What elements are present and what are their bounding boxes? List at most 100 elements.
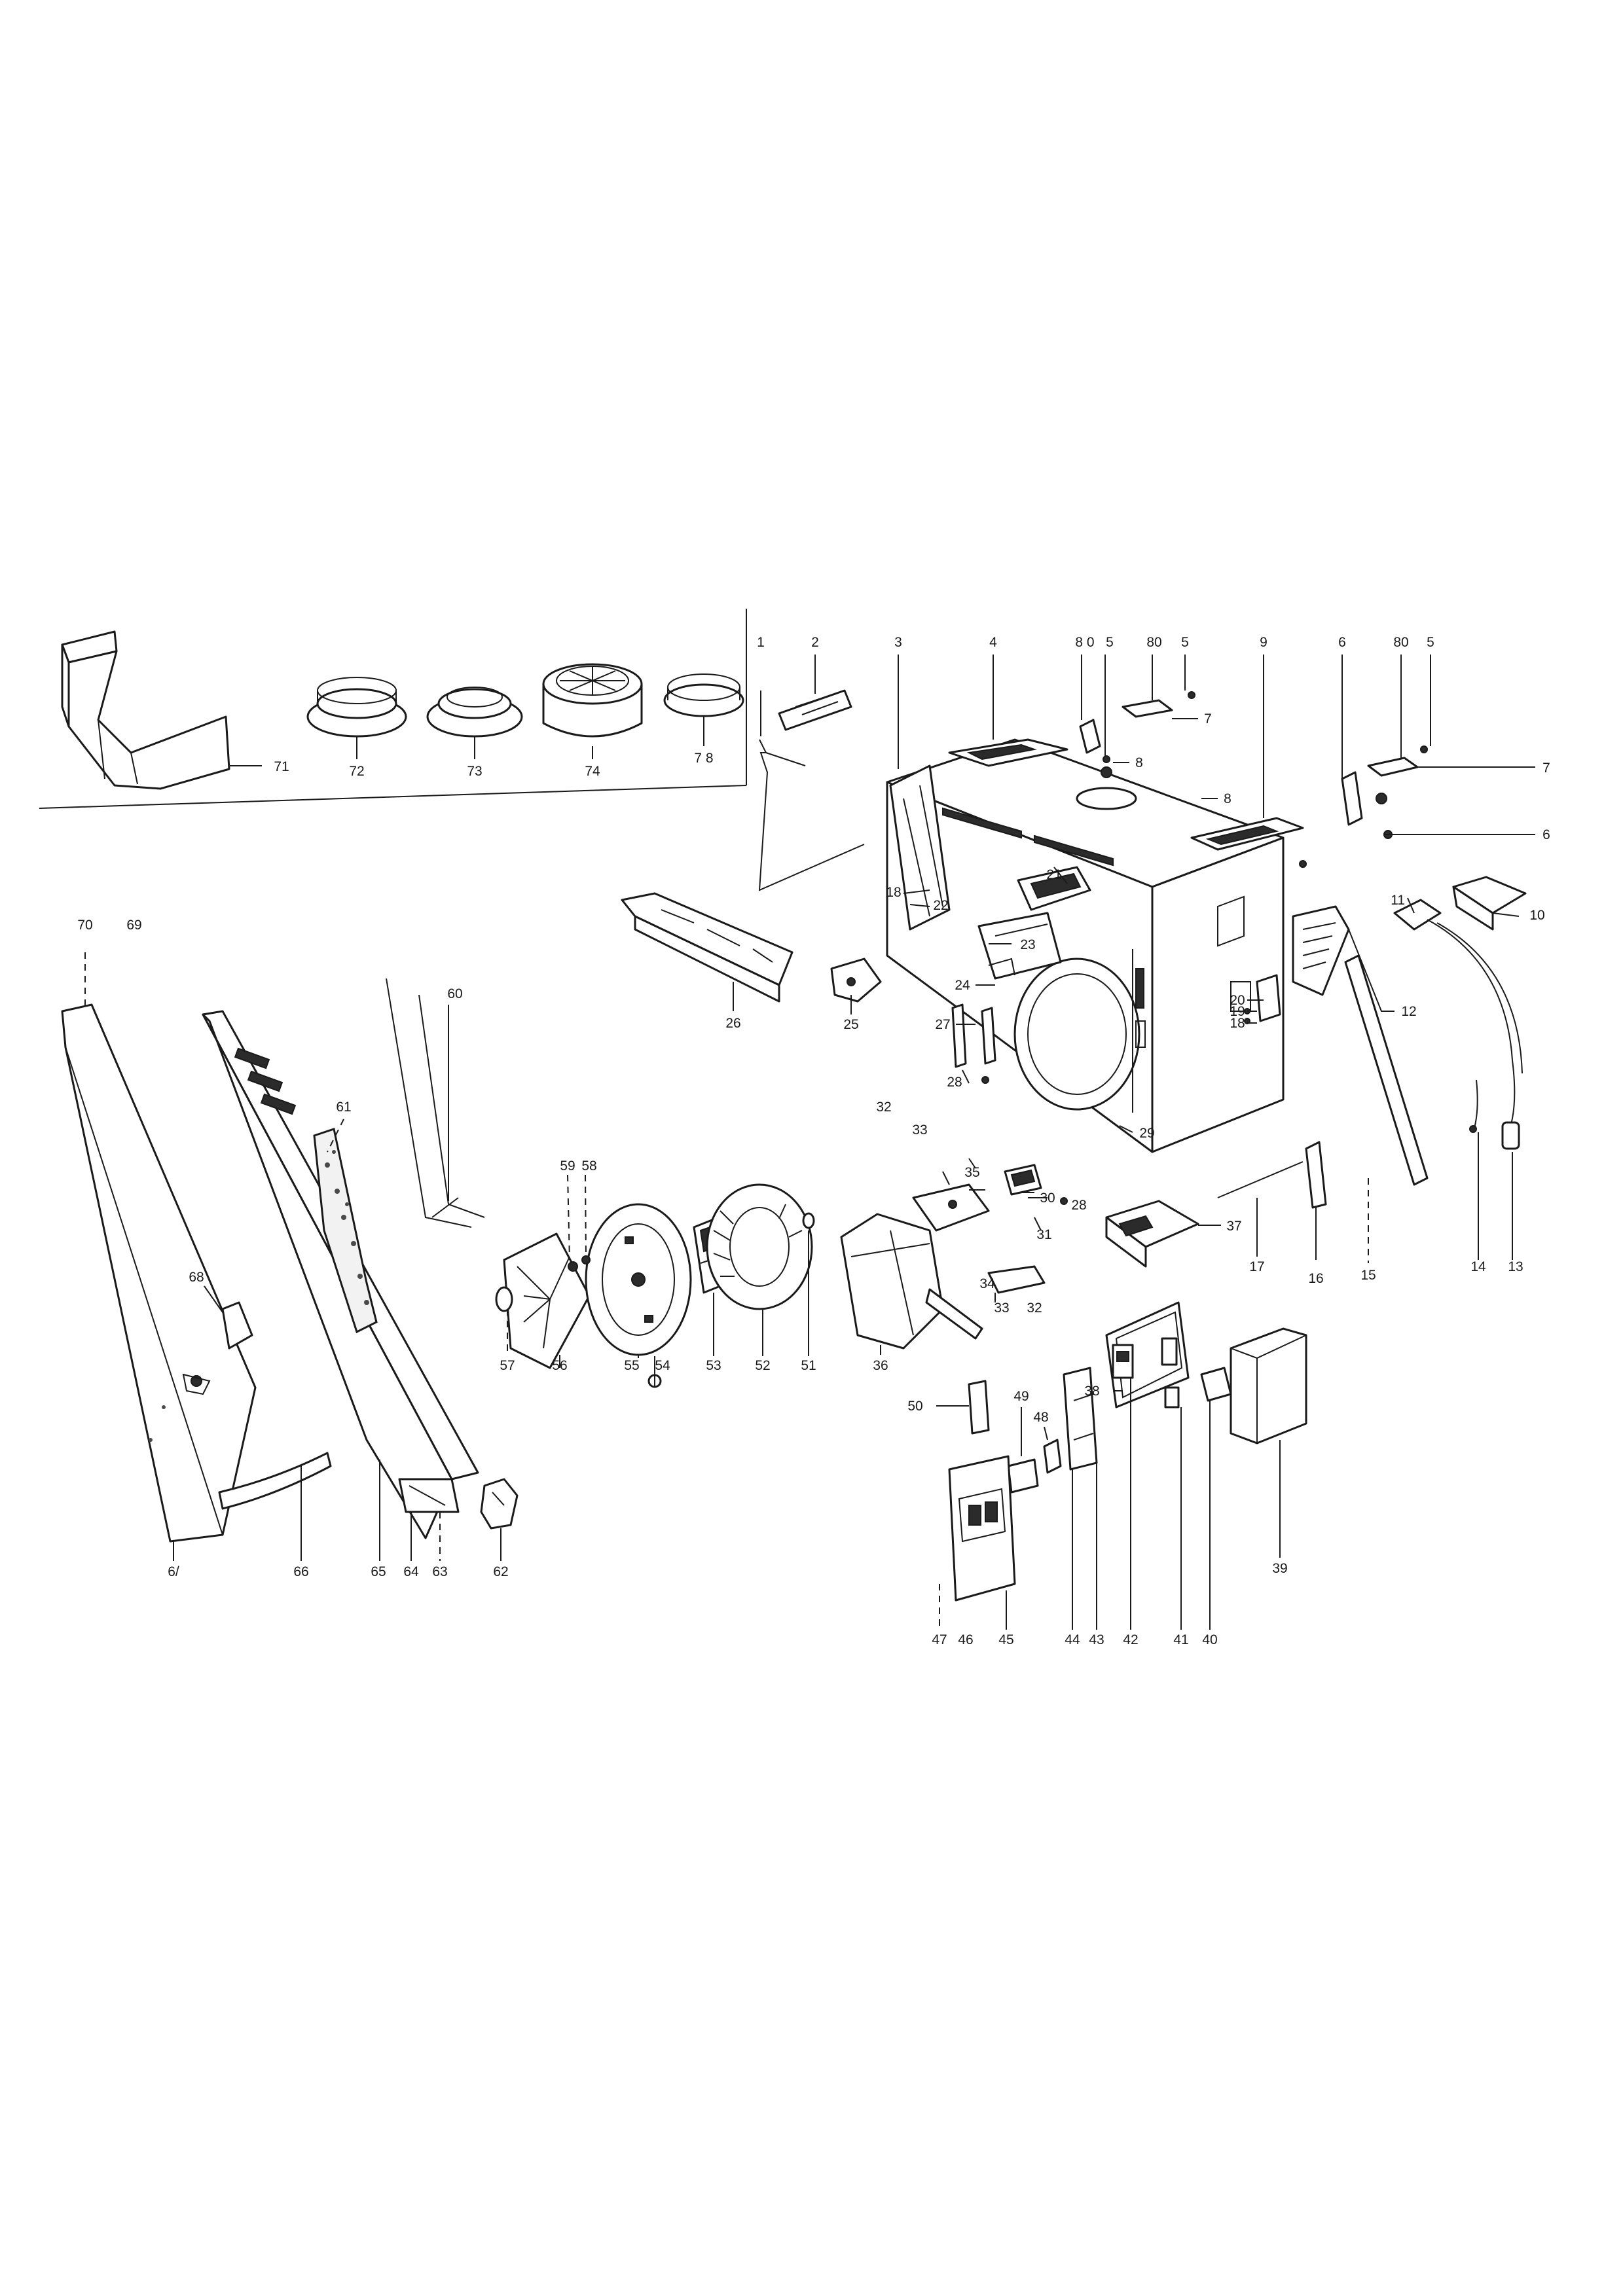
callout-24: 24 (955, 978, 970, 993)
callout-39: 39 (1272, 1561, 1287, 1576)
callout-58: 58 (581, 1158, 596, 1174)
part-50-plate (968, 1380, 990, 1435)
callout-34: 34 (979, 1276, 995, 1291)
callout-19: 19 (1230, 1004, 1245, 1019)
part-10-box (1452, 876, 1527, 931)
callout-5-a: 5 (1106, 635, 1114, 650)
part-30-31-terminal (1004, 1164, 1042, 1196)
part-60-rod-assembly (386, 978, 485, 1228)
callout-2: 2 (811, 635, 819, 650)
callout-73: 73 (467, 764, 482, 779)
parts-fasteners-top (1079, 691, 1428, 868)
callout-30: 30 (1040, 1191, 1055, 1206)
part-58-59-screws (568, 1255, 591, 1272)
part-42-switch (1112, 1344, 1134, 1379)
part-16-hook (1305, 1141, 1327, 1209)
accessory-parts-group (39, 609, 747, 809)
part-4-top-strip (948, 738, 1068, 767)
callout-1: 1 (757, 635, 765, 650)
part-9-top-strip (1190, 817, 1304, 851)
callout-32-a: 32 (876, 1100, 891, 1115)
part-26-base-rail (621, 892, 793, 1003)
callout-68: 68 (189, 1270, 204, 1285)
callout-8-b: 8 (1224, 791, 1231, 806)
part-57-hub (495, 1286, 513, 1312)
callout-7-a: 7 (1204, 711, 1212, 726)
part-71-cover-panel (61, 630, 230, 790)
callout-29: 29 (1139, 1126, 1154, 1141)
callout-11: 11 (1391, 893, 1405, 908)
callout-5-c: 5 (1427, 635, 1434, 650)
callout-74: 74 (585, 764, 600, 779)
part-15-side-bracket (1344, 954, 1429, 1186)
callout-40: 40 (1202, 1632, 1217, 1647)
callout-21: 21 (1046, 867, 1061, 882)
callout-7-b: 7 (1542, 761, 1550, 776)
callout-41: 41 (1173, 1632, 1188, 1647)
callout-4: 4 (989, 635, 997, 650)
part-1-rod (758, 739, 865, 891)
part-51-washer (802, 1212, 815, 1229)
callout-60: 60 (447, 986, 462, 1001)
callout-71: 71 (274, 759, 289, 774)
part-2-bracket (778, 689, 852, 731)
callout-72: 72 (349, 764, 364, 779)
callout-51: 51 (801, 1358, 816, 1373)
part-69-back-panel (61, 1003, 257, 1543)
callout-16: 16 (1308, 1271, 1323, 1286)
part-25-clamp (830, 958, 882, 1003)
callout-59: 59 (560, 1158, 575, 1174)
part-72-ring-flange (306, 677, 407, 738)
callout-44: 44 (1065, 1632, 1080, 1647)
callout-42: 42 (1123, 1632, 1138, 1647)
callout-33-a: 33 (912, 1122, 927, 1138)
part-73-ring-collar (426, 687, 523, 738)
part-13-14-power-cord (1427, 919, 1523, 1150)
accessory-divider-line (39, 785, 747, 809)
callout-48: 48 (1033, 1410, 1048, 1425)
callout-61: 61 (336, 1100, 351, 1115)
part-46-47-panel (948, 1455, 1016, 1602)
part-17-bar (1217, 1161, 1304, 1198)
callout-3: 3 (894, 635, 902, 650)
callout-78: 7 8 (694, 751, 713, 766)
callout-63: 63 (432, 1564, 447, 1579)
callout-67: 6/ (168, 1564, 179, 1579)
part-37-switch-block (1105, 1200, 1199, 1268)
callout-14: 14 (1470, 1259, 1486, 1274)
callout-25: 25 (843, 1017, 858, 1032)
callout-35: 35 (964, 1165, 979, 1180)
callout-56: 56 (552, 1358, 567, 1373)
callout-65: 65 (371, 1564, 386, 1579)
callout-52: 52 (755, 1358, 770, 1373)
leader-lines (84, 655, 1535, 1630)
callout-12: 12 (1401, 1004, 1416, 1019)
callout-49: 49 (1013, 1389, 1029, 1404)
callout-62: 62 (493, 1564, 508, 1579)
callout-20: 20 (1230, 993, 1245, 1008)
part-11-handle (1393, 899, 1442, 931)
part-12-louver (1292, 905, 1350, 996)
callout-17: 17 (1249, 1259, 1264, 1274)
part-56-fan-blade (503, 1232, 591, 1369)
callout-50: 50 (907, 1399, 922, 1414)
callout-26: 26 (725, 1016, 740, 1031)
callout-64: 64 (403, 1564, 419, 1579)
callout-43: 43 (1089, 1632, 1104, 1647)
callout-70: 70 (77, 918, 92, 933)
callout-labels: 1 2 3 4 8 0 5 80 5 9 6 80 5 7 8 7 8 6 71… (77, 635, 1550, 1647)
callout-6-b: 6 (1542, 827, 1550, 842)
callout-80-c: 80 (1393, 635, 1408, 650)
callout-8-a: 8 (1135, 755, 1143, 770)
callout-69: 69 (126, 918, 141, 933)
callout-5-b: 5 (1181, 635, 1189, 650)
callout-32-b: 32 (1027, 1300, 1042, 1316)
callout-38: 38 (1084, 1384, 1099, 1399)
callout-13: 13 (1508, 1259, 1523, 1274)
part-78-ring (663, 673, 744, 717)
callout-54: 54 (655, 1358, 670, 1373)
callout-53: 53 (706, 1358, 721, 1373)
callout-36: 36 (873, 1358, 888, 1373)
callout-28-b: 28 (1071, 1198, 1086, 1213)
